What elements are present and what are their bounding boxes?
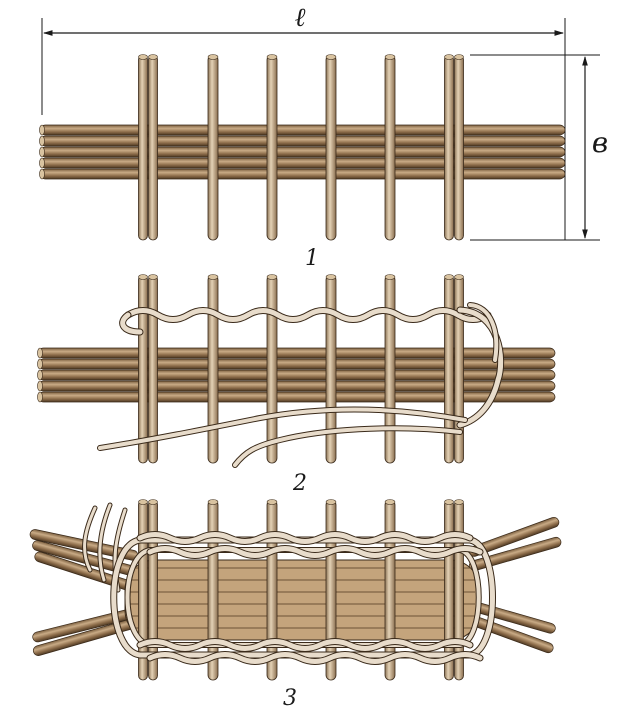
rod-top	[454, 274, 464, 280]
double-stake-right	[454, 54, 464, 241]
horizontal-rod	[39, 124, 566, 136]
rod-top	[266, 274, 278, 280]
rod-end	[37, 358, 43, 370]
figure-2-weaving-start	[37, 274, 556, 468]
rod-top	[266, 499, 278, 505]
weaver-wrap-inner	[468, 303, 499, 362]
rod-end	[39, 146, 45, 158]
bottom-braid-1	[137, 639, 473, 651]
length-dimension: ℓ	[41, 3, 566, 240]
double-stake-left	[148, 274, 158, 464]
horizontal-rod	[39, 168, 566, 180]
rod-end	[37, 380, 43, 392]
rod-top	[444, 54, 454, 60]
top-braid-1	[137, 532, 473, 544]
loose-end	[83, 506, 97, 572]
stake	[207, 274, 219, 464]
rod-top	[325, 274, 337, 280]
rod-top	[266, 54, 278, 60]
width-dimension: в	[470, 54, 608, 241]
rod-top	[207, 274, 219, 280]
loose-weaver-2	[233, 426, 462, 467]
stake	[384, 274, 396, 464]
rod-end	[39, 157, 45, 169]
rod-end	[37, 391, 43, 403]
width-label: в	[592, 126, 608, 159]
top-braid-2	[147, 546, 483, 558]
horizontal-rod	[37, 380, 556, 392]
outer-wrap	[111, 537, 495, 658]
rod-top	[148, 274, 158, 280]
rod-top	[207, 499, 219, 505]
rod-top	[148, 54, 158, 60]
rod-top	[207, 54, 219, 60]
rod-top	[138, 54, 148, 60]
rod-top	[138, 499, 148, 505]
rod-top	[325, 499, 337, 505]
rod-top	[454, 54, 464, 60]
rod-end	[39, 135, 45, 147]
double-stake-left	[138, 54, 148, 241]
stake	[325, 54, 337, 241]
rod-top	[444, 499, 454, 505]
stake	[266, 54, 278, 241]
bottom-braid-2	[147, 652, 483, 664]
rod-end	[39, 124, 45, 136]
horizontal-rod	[37, 369, 556, 381]
stake	[384, 54, 396, 241]
double-stake-right	[444, 54, 454, 241]
top-weaver	[125, 308, 491, 322]
double-stake-left	[138, 274, 148, 464]
figure-1-frame	[39, 54, 566, 241]
loose-weaver-1	[98, 407, 467, 450]
rod-top	[384, 274, 396, 280]
rod-top	[384, 54, 396, 60]
rod-end	[39, 168, 45, 180]
horizontal-rod	[37, 347, 556, 359]
stake	[266, 274, 278, 464]
weaver-wrap-right	[457, 307, 504, 428]
horizontal-rod	[39, 146, 566, 158]
rod-top	[148, 499, 158, 505]
rod-top	[384, 499, 396, 505]
double-stake-right	[444, 274, 454, 464]
figure-3-weaving-complete	[29, 499, 562, 681]
double-stake-left	[148, 54, 158, 241]
horizontal-rod	[37, 391, 556, 403]
rod-top	[325, 54, 337, 60]
horizontal-rod	[39, 135, 566, 147]
rod-top	[444, 274, 454, 280]
step-label-3: 3	[283, 686, 297, 711]
step-label-1: 1	[305, 246, 319, 271]
horizontal-rod	[39, 157, 566, 169]
weaver-turn-left	[120, 312, 143, 335]
rod-end	[37, 369, 43, 381]
loose-end	[98, 503, 112, 582]
rod-end	[37, 347, 43, 359]
rod-top	[138, 274, 148, 280]
length-label: ℓ	[295, 3, 306, 33]
step-label-2: 2	[292, 471, 307, 496]
rod-top	[454, 499, 464, 505]
stake	[207, 54, 219, 241]
horizontal-rod	[37, 358, 556, 370]
